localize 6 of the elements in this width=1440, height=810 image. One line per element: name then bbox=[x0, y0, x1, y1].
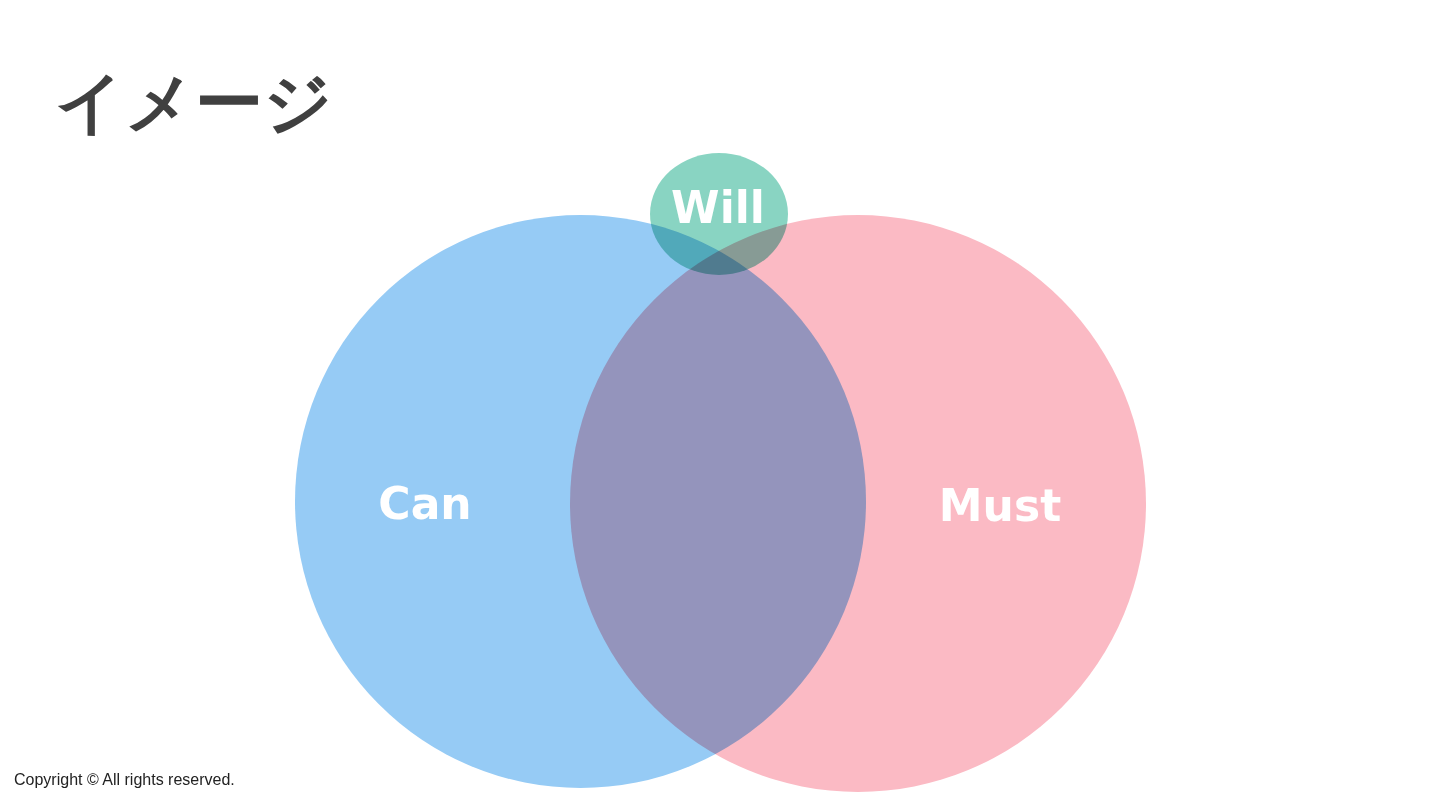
circle-label: Can bbox=[378, 477, 472, 529]
circle-label: Will bbox=[671, 181, 765, 233]
copyright-notice: Copyright © All rights reserved. bbox=[14, 771, 235, 789]
circle-label: Must bbox=[938, 479, 1062, 531]
slide-title: イメージ bbox=[55, 62, 333, 144]
venn-circle bbox=[650, 153, 788, 275]
